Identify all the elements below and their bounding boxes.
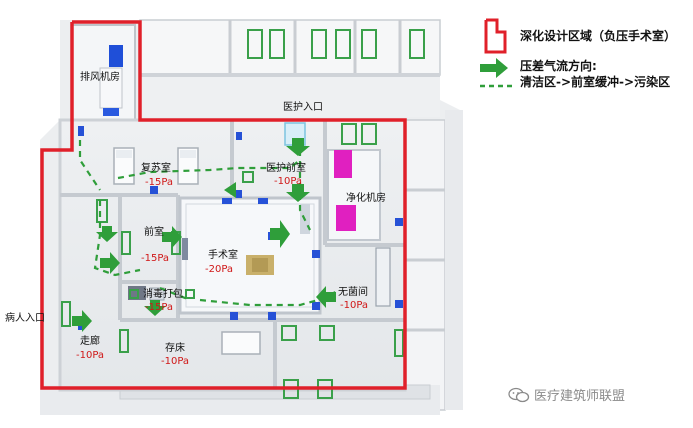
room-pressure-bed-storage: -10Pa [161, 356, 190, 367]
upper-rooms [139, 19, 441, 117]
room-label-staff-anteroom: 医护前室 [266, 163, 306, 174]
arrow-down-disinfect [144, 300, 166, 316]
legend-flow-path: 清洁区->前室缓冲->污染区 [520, 75, 671, 89]
room-label-exhaust: 排风机房 [80, 72, 120, 83]
room-pressure-sterile: -10Pa [340, 300, 369, 311]
room-pressure-disinfect: -15Pa [145, 302, 174, 313]
room-label-anteroom: 前室 [144, 227, 164, 238]
room-pressure-staff-anteroom: -10Pa [274, 176, 303, 187]
arrow-right-patient [72, 310, 92, 332]
purifier-unit-bottom [336, 205, 356, 231]
arrow-right-anteroom [162, 226, 182, 248]
room-label-sterile: 无菌间 [338, 287, 368, 298]
design-zone-outline [40, 20, 407, 390]
legend-region-label: 深化设计区域（负压手术室） [520, 29, 677, 43]
room-pressure-anteroom: -15Pa [141, 253, 170, 264]
room-pressure-recovery: -15Pa [145, 177, 174, 188]
entrance-label-staff: 医护入口 [283, 102, 323, 113]
airflow-arrows [72, 138, 336, 332]
arrow-down-anteroom [96, 226, 118, 242]
legend-flow-title: 压差气流方向: [520, 59, 597, 73]
room-label-bed-storage: 存床 [165, 343, 185, 354]
room-label-purification: 净化机房 [346, 193, 386, 204]
room-pressure-corridor: -10Pa [76, 350, 105, 361]
purification-room [327, 149, 381, 241]
right-rooms [404, 110, 463, 411]
legend-zone-icon [484, 18, 507, 54]
arrow-right-or [270, 220, 290, 248]
legend-graphics [480, 18, 512, 88]
purifier-unit-top [334, 150, 352, 178]
room-label-recovery: 复苏室 [141, 163, 171, 174]
operating-room [178, 196, 322, 315]
room-label-disinfect: 消毒打包 [143, 289, 183, 300]
storage-bed [221, 331, 261, 355]
room-label-corridor: 走廊 [80, 336, 100, 347]
arrow-left-sterile [316, 286, 336, 308]
exhaust-fan-unit [109, 45, 123, 67]
room-label-or: 手术室 [208, 250, 238, 261]
exhaust-room [71, 24, 136, 121]
watermark: 医疗建筑师联盟 [508, 385, 625, 404]
room-pressure-or: -20Pa [205, 264, 234, 275]
entrance-label-patient: 病人入口 [5, 313, 45, 324]
arrow-down-2 [286, 184, 310, 202]
watermark-text: 医疗建筑师联盟 [534, 389, 626, 404]
wechat-icon [508, 387, 530, 402]
legend-arrow-icon [480, 58, 508, 78]
arrow-left-staff [224, 182, 236, 198]
sterile-cabinet [375, 247, 391, 307]
arrow-right-corridor [100, 252, 120, 274]
arrow-down-1 [286, 138, 310, 156]
